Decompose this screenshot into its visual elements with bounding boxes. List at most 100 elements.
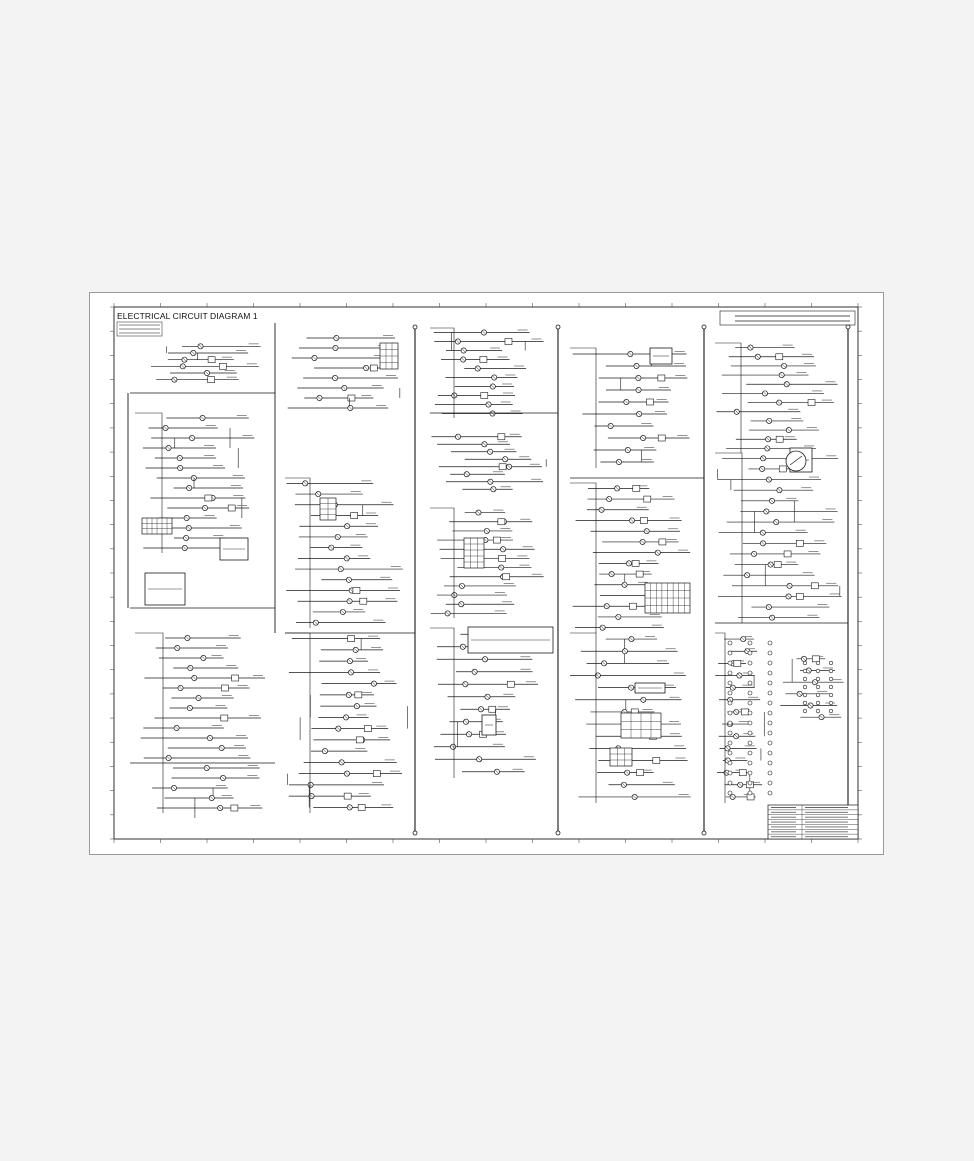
diagram-sheet: ELECTRICAL CIRCUIT DIAGRAM 1 — [89, 292, 884, 855]
lamp-cross — [191, 351, 196, 355]
connector-pin — [828, 684, 834, 690]
lamp-cross — [182, 357, 187, 362]
harness-wire — [430, 627, 455, 778]
connector-pin — [802, 708, 808, 714]
lamp-cross — [730, 685, 735, 690]
lamp-cross — [602, 661, 607, 666]
lamp-cross — [622, 582, 627, 587]
lamp-cross — [616, 460, 621, 464]
lamp-cross — [604, 604, 609, 609]
lamp-cross — [475, 366, 480, 371]
connector-pin — [747, 670, 753, 676]
lamp-cross — [745, 573, 750, 578]
lamp-cross — [607, 497, 612, 502]
fuse-box — [504, 338, 513, 345]
lamp-cross — [764, 509, 769, 514]
lamp-cross — [186, 526, 191, 530]
lamp-cross — [503, 457, 508, 462]
notice-box — [719, 310, 856, 326]
fuse-box — [359, 597, 368, 605]
connector-pin — [767, 740, 773, 746]
connector-pin — [815, 668, 821, 674]
lamp-cross — [734, 409, 739, 414]
fuse-box — [640, 517, 648, 524]
lamp-cross — [481, 330, 486, 335]
connector-pin — [828, 668, 834, 674]
lamp-cross — [461, 357, 466, 362]
lamp-cross — [770, 615, 775, 620]
connector-pin — [815, 660, 821, 666]
lamp-cross — [734, 734, 739, 739]
lamp-cross — [741, 637, 746, 642]
fuse-box — [629, 602, 637, 610]
lamp-cross — [347, 805, 352, 810]
fuse-box — [479, 356, 488, 363]
lamp-cross — [479, 707, 483, 712]
harness-wire — [135, 632, 164, 813]
connector-pin — [767, 700, 773, 706]
lamp-cross — [309, 794, 314, 799]
lamp-cross — [599, 507, 604, 512]
lamp-cross — [629, 637, 634, 642]
lamp-cross — [313, 620, 318, 625]
lamp-cross — [323, 749, 327, 754]
fuse-box — [364, 725, 372, 732]
lamp-cross — [600, 625, 605, 630]
lamp-cross — [641, 697, 646, 702]
connector-pin — [767, 640, 773, 646]
fuse-box — [221, 684, 229, 692]
lamp-cross — [777, 488, 782, 493]
lamp-cross — [629, 518, 634, 523]
connector-pin — [828, 676, 834, 682]
connector-pin — [747, 780, 753, 786]
lamp-cross — [786, 594, 791, 599]
fuse-box — [657, 434, 666, 442]
lamp-cross — [767, 418, 772, 423]
connector-pin — [828, 708, 834, 714]
lamp-cross — [371, 681, 376, 686]
fuse-box — [357, 804, 366, 811]
lamp-cross — [185, 636, 190, 640]
connector-pin — [767, 770, 773, 776]
lamp-cross — [632, 794, 637, 799]
lamp-cross — [655, 550, 660, 555]
lamp-cross — [760, 466, 765, 471]
fuse-box — [498, 463, 507, 471]
connector-pin — [815, 684, 821, 690]
lamp-cross — [797, 691, 802, 696]
lamp-cross — [163, 426, 168, 430]
connector-pin — [767, 750, 773, 756]
lamp-cross — [634, 364, 639, 368]
lamp-cross — [345, 524, 350, 529]
harness-wire — [570, 632, 597, 803]
lamp-cross — [641, 436, 646, 440]
connector-pin — [828, 660, 834, 666]
lamp-cross — [312, 356, 317, 360]
lamp-cross — [192, 676, 197, 680]
lamp-cross — [339, 760, 344, 765]
lamp-cross — [172, 377, 177, 382]
lamp-cross — [348, 659, 352, 664]
lamp-cross — [464, 719, 468, 724]
fuse-box — [812, 655, 820, 663]
lamp-cross — [477, 757, 482, 762]
lamp-cross — [782, 363, 786, 368]
lamp-cross — [346, 692, 351, 697]
lamp-cross — [201, 656, 206, 660]
connector-pin — [727, 640, 733, 646]
bus-terminal — [412, 324, 418, 330]
connector-pin — [815, 708, 821, 714]
fuse-box — [741, 708, 749, 716]
fuse-box — [652, 757, 661, 764]
connector-pin — [747, 720, 753, 726]
lamp-cross — [724, 770, 729, 775]
lamp-cross — [609, 572, 614, 577]
lamp-cross — [340, 609, 345, 614]
gauge-symbol — [785, 450, 807, 472]
connector-pin — [747, 750, 753, 756]
lamp-cross — [806, 668, 811, 673]
connector-pin — [727, 770, 733, 776]
connector-pin — [747, 790, 753, 796]
connector-pin — [802, 668, 808, 674]
fuse-box — [733, 660, 742, 667]
